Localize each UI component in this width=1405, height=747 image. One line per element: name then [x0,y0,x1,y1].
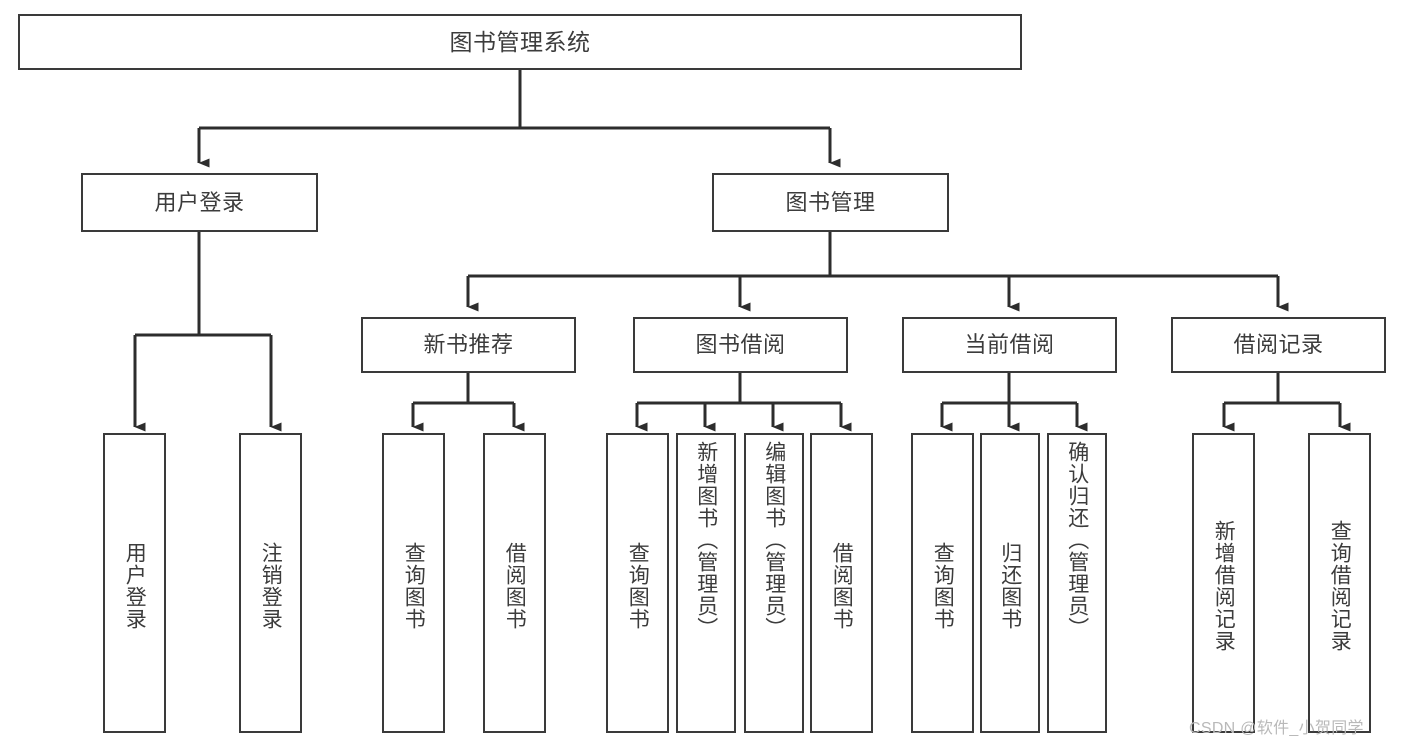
node-label: 确认归还（管理员） [1065,441,1089,639]
node-label: 注销登录 [259,542,283,630]
node-label: 图书管理 [785,189,876,215]
node-new-book-recommend[interactable]: 新书推荐 [361,317,576,373]
leaf-new-book-query[interactable]: 查询图书 [382,433,445,733]
node-label: 图书借阅 [695,332,786,358]
node-root-library-system[interactable]: 图书管理系统 [18,14,1022,70]
node-label: 归还图书 [998,542,1022,630]
leaf-new-book-borrow[interactable]: 借阅图书 [483,433,546,733]
node-label: 新增借阅记录 [1212,520,1236,652]
node-label: 借阅记录 [1233,332,1324,358]
node-label: 用户登录 [154,189,245,215]
node-label: 查询图书 [626,542,650,630]
leaf-user-login-login[interactable]: 用户登录 [103,433,166,733]
leaf-record-add-record[interactable]: 新增借阅记录 [1192,433,1255,733]
leaf-current-return-book[interactable]: 归还图书 [980,433,1040,733]
node-label: 编辑图书（管理员） [762,441,786,639]
node-label: 借阅图书 [503,542,527,630]
node-label: 查询图书 [931,542,955,630]
leaf-borrow-add-book-admin[interactable]: 新增图书（管理员） [676,433,736,733]
node-user-login[interactable]: 用户登录 [81,173,318,232]
leaf-current-confirm-return-admin[interactable]: 确认归还（管理员） [1047,433,1107,733]
leaf-current-query-book[interactable]: 查询图书 [911,433,974,733]
leaf-borrow-edit-book-admin[interactable]: 编辑图书（管理员） [744,433,804,733]
node-label: 新书推荐 [423,332,514,358]
node-label: 用户登录 [123,542,147,630]
leaf-user-login-logout[interactable]: 注销登录 [239,433,302,733]
node-label: 查询借阅记录 [1328,520,1352,652]
node-label: 图书管理系统 [449,28,591,55]
node-book-borrow[interactable]: 图书借阅 [633,317,848,373]
csdn-watermark: CSDN @软件_小贺同学 [1189,720,1364,737]
node-current-borrow[interactable]: 当前借阅 [902,317,1117,373]
node-label: 查询图书 [402,542,426,630]
node-label: 借阅图书 [830,542,854,630]
node-label: 新增图书（管理员） [694,441,718,639]
leaf-borrow-query-book[interactable]: 查询图书 [606,433,669,733]
leaf-record-query-record[interactable]: 查询借阅记录 [1308,433,1371,733]
node-label: 当前借阅 [964,332,1055,358]
leaf-borrow-borrow-book[interactable]: 借阅图书 [810,433,873,733]
node-book-management[interactable]: 图书管理 [712,173,949,232]
node-borrow-record[interactable]: 借阅记录 [1171,317,1386,373]
